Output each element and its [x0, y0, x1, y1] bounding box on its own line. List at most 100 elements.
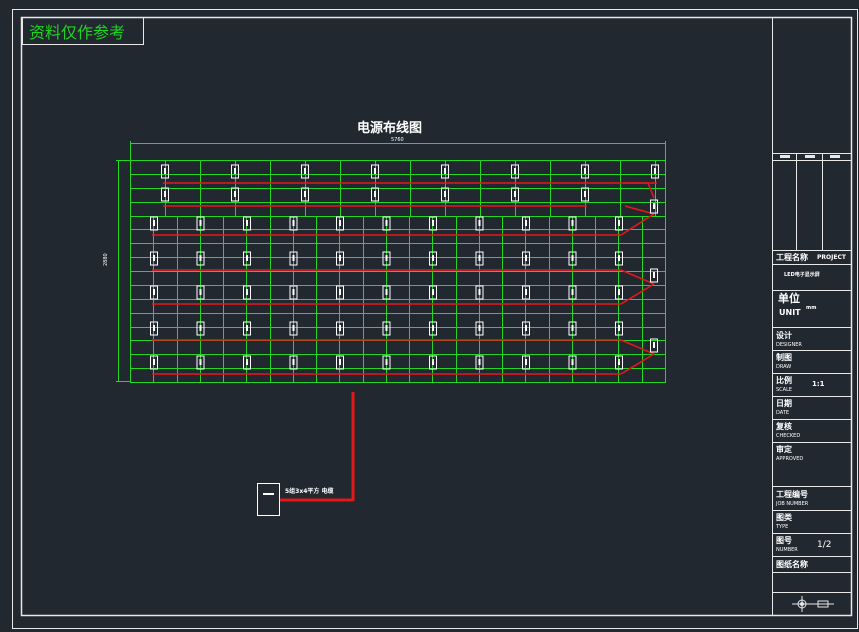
- module-mark: [304, 168, 306, 174]
- module-mark: [478, 289, 481, 295]
- module-mark: [654, 168, 656, 174]
- module-outline: [243, 285, 251, 300]
- power-module: [196, 251, 205, 266]
- power-module: [150, 355, 158, 370]
- power-module: [475, 355, 484, 370]
- module-mark: [199, 255, 202, 261]
- power-module: [382, 251, 391, 266]
- draw-label: 制图: [776, 353, 792, 362]
- power-module: [615, 321, 623, 336]
- module-outline: [196, 321, 205, 336]
- module-mark: [525, 359, 527, 365]
- power-module: [150, 285, 158, 300]
- module-outline: [301, 164, 309, 179]
- power-module: [382, 285, 391, 300]
- module-mark: [385, 220, 388, 226]
- junction-link: [625, 182, 655, 199]
- check-label-en: CHECKED: [776, 433, 801, 439]
- power-module: [289, 251, 298, 266]
- module-outline: [161, 164, 169, 179]
- project-name: LED电子显示屏: [784, 272, 820, 278]
- power-module: [150, 251, 158, 266]
- module-mark: [246, 220, 248, 226]
- module-mark: [199, 220, 202, 226]
- power-module: [336, 285, 344, 300]
- power-module: [522, 216, 530, 231]
- power-module: [650, 199, 658, 214]
- module-outline: [650, 268, 658, 283]
- module-outline: [371, 164, 379, 179]
- module-mark: [571, 255, 574, 261]
- module-mark: [339, 325, 341, 331]
- module-outline: [243, 216, 251, 231]
- junction-link: [624, 205, 655, 215]
- junction-link: [620, 269, 655, 285]
- power-module: [150, 321, 158, 336]
- module-outline: [429, 321, 437, 336]
- power-module: [382, 355, 391, 370]
- module-outline: [475, 216, 484, 231]
- module-outline: [650, 199, 658, 214]
- power-module: [243, 321, 251, 336]
- module-mark: [525, 255, 527, 261]
- power-module: [522, 251, 530, 266]
- module-outline: [382, 355, 391, 370]
- project-label-en: PROJECT: [817, 254, 846, 261]
- module-outline: [615, 321, 623, 336]
- module-outline: [615, 216, 623, 231]
- unit-label: 单位: [778, 292, 800, 305]
- module-mark: [525, 325, 527, 331]
- power-module: [568, 251, 577, 266]
- power-module: [161, 187, 169, 202]
- module-outline: [429, 251, 437, 266]
- module-outline: [382, 216, 391, 231]
- module-outline: [441, 187, 449, 202]
- module-outline: [522, 216, 530, 231]
- module-mark: [234, 191, 236, 197]
- power-module: [581, 164, 589, 179]
- module-mark: [514, 168, 516, 174]
- power-module: [429, 355, 437, 370]
- module-mark: [478, 325, 481, 331]
- power-module: [568, 355, 577, 370]
- power-module: [196, 355, 205, 370]
- power-module: [161, 164, 169, 179]
- power-module: [231, 187, 239, 202]
- module-outline: [336, 251, 344, 266]
- junction-link: [620, 353, 655, 375]
- module-outline: [150, 216, 158, 231]
- module-outline: [243, 321, 251, 336]
- module-mark: [234, 168, 236, 174]
- power-module: [441, 187, 449, 202]
- module-mark: [571, 359, 574, 365]
- header-cells: [780, 155, 840, 158]
- number-label-en: NUMBER: [776, 547, 798, 553]
- module-outline: [150, 251, 158, 266]
- module-mark: [653, 203, 655, 209]
- module-outline: [511, 187, 519, 202]
- power-module: [371, 164, 379, 179]
- power-module: [336, 355, 344, 370]
- junction-link: [620, 283, 655, 305]
- module-outline: [511, 164, 519, 179]
- module-mark: [618, 255, 620, 261]
- power-module: [475, 321, 484, 336]
- module-mark: [164, 168, 166, 174]
- module-mark: [385, 359, 388, 365]
- job-label: 工程编号: [776, 490, 808, 499]
- module-mark: [246, 359, 248, 365]
- module-mark: [514, 191, 516, 197]
- power-module: [196, 321, 205, 336]
- module-outline: [336, 321, 344, 336]
- module-outline: [522, 355, 530, 370]
- module-mark: [246, 325, 248, 331]
- module-mark: [199, 359, 202, 365]
- module-mark: [478, 255, 481, 261]
- module-outline: [522, 251, 530, 266]
- dimension-lines: [116, 141, 666, 382]
- power-module: [196, 216, 205, 231]
- power-module: [289, 216, 298, 231]
- power-module: [441, 164, 449, 179]
- junction-link: [620, 339, 655, 355]
